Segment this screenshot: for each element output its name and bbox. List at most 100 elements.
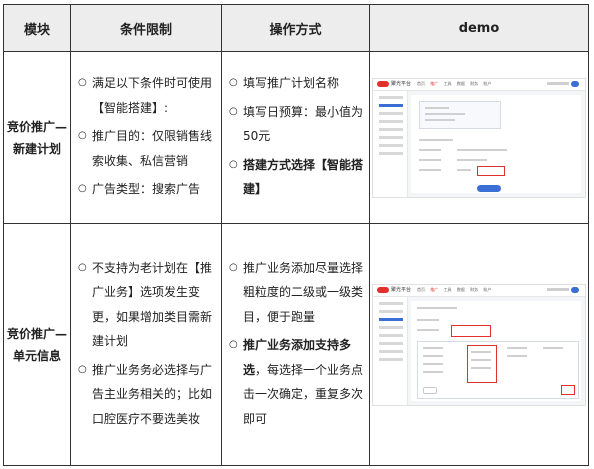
demo-line: [425, 112, 465, 115]
demo-line: [457, 168, 471, 171]
header-operations: 操作方式: [221, 4, 370, 52]
demo-nav: 首页 推广 工具 数据 财务 账户: [417, 80, 495, 88]
demo-sidebar-item: [379, 357, 403, 361]
list-item: ○ 广告类型：搜索广告: [75, 177, 217, 202]
circle-bullet-icon: ○: [78, 261, 87, 273]
demo-nav-item: 工具: [443, 286, 452, 292]
demo-brand: 聚光平台: [391, 80, 412, 87]
module-name-cell: 竞价推广— 新建计划: [3, 51, 71, 224]
demo-nav-item: 数据: [456, 80, 465, 86]
circle-bullet-icon: ○: [78, 183, 87, 195]
operation-text: 填写日预算：最小值为50元: [243, 104, 364, 144]
demo-nav-item: 首页: [417, 80, 425, 86]
demo-account-bar: [547, 81, 569, 85]
list-item: ○ 搭建方式选择【智能搭建】: [226, 153, 365, 202]
demo-line: [423, 370, 443, 373]
condition-text: 满足以下条件时可使用【智能搭建】:: [92, 76, 213, 115]
demo-sidebar-item: [379, 333, 403, 337]
condition-text: 推广业务务必选择与广告主业务相关的；比如口腔医疗不要选美妆: [92, 362, 213, 426]
avatar: [571, 286, 579, 293]
demo-line: [419, 148, 441, 151]
highlight-box: [477, 165, 505, 176]
demo-sidebar-item: [379, 301, 403, 305]
header-row: 模块 条件限制 操作方式 demo: [3, 4, 589, 52]
demo-nav-item: 工具: [443, 80, 452, 86]
condition-text: 推广目的：仅限销售线索收集、私信营销: [92, 129, 213, 168]
demo-sidebar-item: [379, 119, 403, 123]
circle-bullet-icon: ○: [78, 363, 87, 375]
demo-sidebar-item: [379, 135, 403, 139]
demo-dropdown-panel: [417, 340, 579, 399]
header-module: 模块: [3, 4, 71, 52]
demo-sidebar-item: [379, 95, 403, 99]
operation-text: 推广业务添加尽量选择粗粒度的二级或一级类目，便于跑量: [243, 260, 364, 324]
circle-bullet-icon: ○: [229, 339, 238, 351]
circle-bullet-icon: ○: [78, 130, 87, 142]
brand-logo-icon: [377, 286, 389, 293]
demo-line: [423, 354, 443, 357]
highlight-box: [451, 324, 491, 337]
demo-nav-item: 数据: [456, 286, 465, 292]
demo-nav-item: 推广: [430, 286, 439, 292]
demo-sidebar-item: [379, 341, 403, 345]
demo-sidebar-item: [379, 127, 403, 131]
highlight-box: [467, 344, 497, 383]
demo-nav: 首页 推广 工具 数据 财务 账户: [417, 286, 495, 294]
list-item: ○ 推广业务添加支持多选，每选择一个业务点击一次确定，重复多次即可: [226, 333, 365, 431]
list-item: ○ 推广业务务必选择与广告主业务相关的；比如口腔医疗不要选美妆: [75, 358, 217, 432]
demo-nav-item: 首页: [417, 286, 425, 292]
module-table: 模块 条件限制 操作方式 demo 竞价推广— 新建计划 ○ 满足以下条件时可使…: [3, 4, 589, 466]
demo-line: [471, 366, 491, 369]
conditions-cell: ○ 满足以下条件时可使用【智能搭建】: ○ 推广目的：仅限销售线索收集、私信营销…: [70, 51, 222, 224]
highlight-box: [561, 384, 575, 395]
table-row: 竞价推广— 单元信息 ○ 不支持为老计划在【推广业务】选项发生变更，如果增加类目…: [3, 223, 589, 466]
demo-line: [419, 158, 441, 161]
demo-cancel-button: [423, 386, 437, 394]
demo-line: [457, 158, 487, 161]
module-name-line: 新建计划: [12, 141, 61, 156]
brand-logo-icon: [377, 80, 389, 87]
operation-text: 搭建方式选择【智能搭建】: [243, 157, 364, 197]
demo-sidebar-item: [379, 103, 403, 107]
avatar: [571, 80, 579, 87]
demo-cell: 聚光平台 首页 推广 工具 数据 财务 账户: [369, 51, 589, 224]
demo-main: [411, 94, 581, 193]
operations-list: ○ 填写推广计划名称 ○ 填写日预算：最小值为50元 ○ 搭建方式选择【智能搭建…: [222, 71, 369, 202]
demo-brand: 聚光平台: [391, 286, 412, 293]
operation-text: ，每选择一个业务点击一次确定，重复多次即可: [243, 362, 364, 426]
operations-list: ○ 推广业务添加尽量选择粗粒度的二级或一级类目，便于跑量 ○ 推广业务添加支持多…: [222, 256, 369, 432]
module-name-cell: 竞价推广— 单元信息: [3, 223, 71, 466]
operation-text-bold: 推广业务添加支持多选: [243, 338, 352, 377]
module-name-line: 竞价推广—: [6, 119, 67, 134]
conditions-cell: ○ 不支持为老计划在【推广业务】选项发生变更，如果增加类目需新建计划 ○ 推广业…: [70, 223, 222, 466]
circle-bullet-icon: ○: [229, 77, 238, 89]
list-item: ○ 不支持为老计划在【推广业务】选项发生变更，如果增加类目需新建计划: [75, 256, 217, 354]
demo-sidebar-item: [379, 151, 403, 155]
demo-card: [419, 100, 501, 129]
demo-sidebar-item: [379, 349, 403, 353]
demo-topbar: 聚光平台 首页 推广 工具 数据 财务 账户: [373, 78, 585, 91]
demo-main: [411, 300, 581, 401]
operation-text: 填写推广计划名称: [243, 76, 340, 91]
list-item: ○ 填写日预算：最小值为50元: [226, 100, 365, 149]
demo-sidebar: [373, 296, 408, 405]
demo-account-bar: [547, 287, 569, 291]
demo-sidebar-item: [379, 143, 403, 147]
demo-nav-item: 推广: [430, 80, 439, 86]
demo-screenshot: 聚光平台 首页 推广 工具 数据 财务 账户: [372, 77, 586, 198]
table-row: 竞价推广— 新建计划 ○ 满足以下条件时可使用【智能搭建】: ○ 推广目的：仅限…: [3, 51, 589, 224]
demo-line: [417, 328, 439, 331]
list-item: ○ 填写推广计划名称: [226, 71, 365, 96]
demo-sidebar-item: [379, 309, 403, 313]
module-name-line: 竞价推广—: [6, 326, 67, 341]
demo-topbar: 聚光平台 首页 推广 工具 数据 财务 账户: [373, 284, 585, 297]
circle-bullet-icon: ○: [78, 77, 87, 89]
demo-nav-item: 财务: [470, 80, 479, 86]
operations-cell: ○ 填写推广计划名称 ○ 填写日预算：最小值为50元 ○ 搭建方式选择【智能搭建…: [221, 51, 370, 224]
demo-sidebar-item: [379, 325, 403, 329]
demo-line: [471, 350, 491, 353]
demo-sidebar: [373, 90, 408, 197]
conditions-list: ○ 满足以下条件时可使用【智能搭建】: ○ 推广目的：仅限销售线索收集、私信营销…: [71, 71, 221, 202]
demo-line: [419, 168, 441, 171]
list-item: ○ 推广业务添加尽量选择粗粒度的二级或一级类目，便于跑量: [226, 256, 365, 330]
